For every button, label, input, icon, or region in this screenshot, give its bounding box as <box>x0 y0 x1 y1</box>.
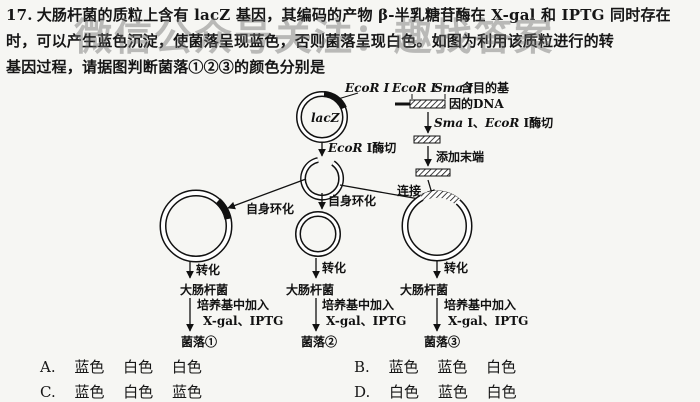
option-c-text: 蓝色 白色 蓝色 <box>74 383 203 401</box>
gene-label-line2: 因的DNA <box>449 96 504 111</box>
colony-2-label: 菌落② <box>301 334 337 349</box>
ecoli-label-3: 大肠杆菌 <box>400 282 448 297</box>
medium-label-3a: 培养基中加入 <box>444 297 516 312</box>
transform-label-3: 转化 <box>444 260 468 275</box>
gene-fragment-ended <box>415 168 451 177</box>
option-b[interactable]: B. 蓝色 蓝色 白色 <box>354 356 516 377</box>
question-stem: 17.大肠杆菌的质粒上含有 lacZ 基因，其编码的产物 β-半乳糖苷酶在 X-… <box>6 2 696 80</box>
smai-ecori-cut-label: Sma Ⅰ、EcoR Ⅰ酶切 <box>434 115 553 130</box>
ecori-pointer <box>337 92 359 100</box>
plasmid-middle <box>295 211 341 257</box>
ligation-label: 连接 <box>397 183 421 198</box>
ecori-gene-label: EcoR Ⅰ <box>391 81 437 95</box>
option-d[interactable]: D. 白色 蓝色 白色 <box>354 381 517 402</box>
ecori-cut-label: EcoR Ⅰ酶切 <box>327 140 396 155</box>
plasmid-left <box>159 189 233 263</box>
option-a[interactable]: A. 蓝色 白色 白色 <box>40 356 202 377</box>
transform-label-2: 转化 <box>322 260 346 275</box>
plasmid-original: lacZ <box>296 91 348 143</box>
target-gene-dna <box>395 99 446 109</box>
arrow-self-left <box>227 178 307 210</box>
lacz-label: lacZ <box>311 111 341 125</box>
option-a-letter: A. <box>40 358 56 376</box>
transform-label-1: 转化 <box>196 262 220 277</box>
option-c[interactable]: C. 蓝色 白色 蓝色 <box>40 381 202 402</box>
plasmid-recombinant <box>401 190 473 262</box>
option-c-letter: C. <box>40 383 56 401</box>
watermark: 微信公众号关注：趣找答案 <box>74 15 555 59</box>
colony-3-label: 菌落③ <box>424 334 460 349</box>
medium-label-2a: 培养基中加入 <box>322 297 394 312</box>
ecoli-label-1: 大肠杆菌 <box>180 282 228 297</box>
medium-label-2b: X-gal、IPTG <box>326 314 406 328</box>
arrow-ligation-plasmid <box>339 184 426 203</box>
plasmid-opened <box>300 157 345 201</box>
question-number: 17. <box>6 6 33 24</box>
colony-1-label: 菌落① <box>181 334 217 349</box>
option-b-text: 蓝色 蓝色 白色 <box>388 358 517 376</box>
question-line-3: 基因过程，请据图判断菌落①②③的颜色分别是 <box>6 58 326 76</box>
medium-label-3b: X-gal、IPTG <box>448 314 528 328</box>
smai-gene-label: Sma Ⅰ <box>434 81 473 95</box>
ecori-top-label: EcoR Ⅰ <box>344 81 390 95</box>
ecoli-label-2: 大肠杆菌 <box>286 282 334 297</box>
self-cyclize-mid-label: 自身环化 <box>328 193 376 208</box>
question-line-2: 时，可以产生蓝色沉淀，使菌落呈现蓝色，否则菌落呈现白色。如图为利用该质粒进行的转 <box>6 32 615 50</box>
gene-fragment <box>413 135 441 144</box>
option-d-letter: D. <box>354 383 371 401</box>
question-text-1: 大肠杆菌的质粒上含有 lacZ 基因，其编码的产物 β-半乳糖苷酶在 X-gal… <box>36 6 671 24</box>
medium-label-1a: 培养基中加入 <box>197 297 269 312</box>
self-cyclize-left-label: 自身环化 <box>246 201 294 216</box>
add-ends-label: 添加末端 <box>436 149 484 164</box>
option-b-letter: B. <box>354 358 370 376</box>
question-line-1: 17.大肠杆菌的质粒上含有 lacZ 基因，其编码的产物 β-半乳糖苷酶在 X-… <box>6 2 696 28</box>
medium-label-1b: X-gal、IPTG <box>203 314 283 328</box>
gene-label-line1: 含目的基 <box>461 80 510 95</box>
option-d-text: 白色 蓝色 白色 <box>389 383 517 401</box>
option-a-text: 蓝色 白色 白色 <box>74 358 202 376</box>
